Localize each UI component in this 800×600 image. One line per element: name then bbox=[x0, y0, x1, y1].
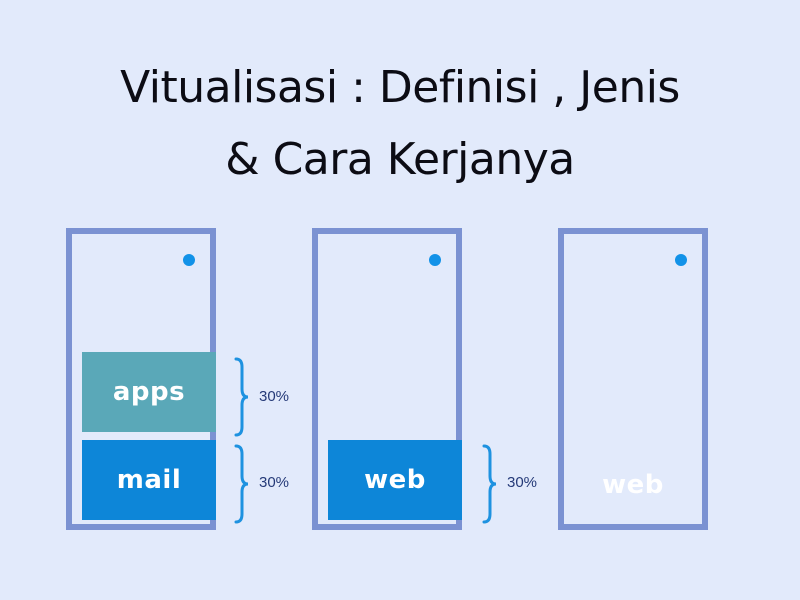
status-indicator-dot bbox=[675, 254, 687, 266]
server-1: apps mail bbox=[66, 228, 216, 530]
mail-block: mail bbox=[82, 440, 216, 520]
web-block-label: web bbox=[364, 465, 426, 495]
server-3: web bbox=[558, 228, 708, 530]
brace-icon bbox=[234, 357, 249, 437]
page-title: Vitualisasi : Definisi , Jenis & Cara Ke… bbox=[0, 52, 800, 196]
status-indicator-dot bbox=[183, 254, 195, 266]
web-ghost-label: web bbox=[602, 470, 664, 500]
mail-share-label: 30% bbox=[259, 474, 290, 491]
web-share-label: 30% bbox=[507, 474, 538, 491]
server-2: web bbox=[312, 228, 462, 530]
mail-block-label: mail bbox=[116, 465, 182, 495]
apps-block: apps bbox=[82, 352, 216, 432]
brace-icon bbox=[482, 444, 497, 524]
apps-block-label: apps bbox=[112, 377, 186, 407]
apps-share-label: 30% bbox=[259, 388, 290, 405]
title-line-1: Vitualisasi : Definisi , Jenis bbox=[120, 62, 680, 113]
brace-icon bbox=[234, 444, 249, 524]
web-block: web bbox=[328, 440, 462, 520]
title-line-2: & Cara Kerjanya bbox=[225, 134, 575, 185]
status-indicator-dot bbox=[429, 254, 441, 266]
